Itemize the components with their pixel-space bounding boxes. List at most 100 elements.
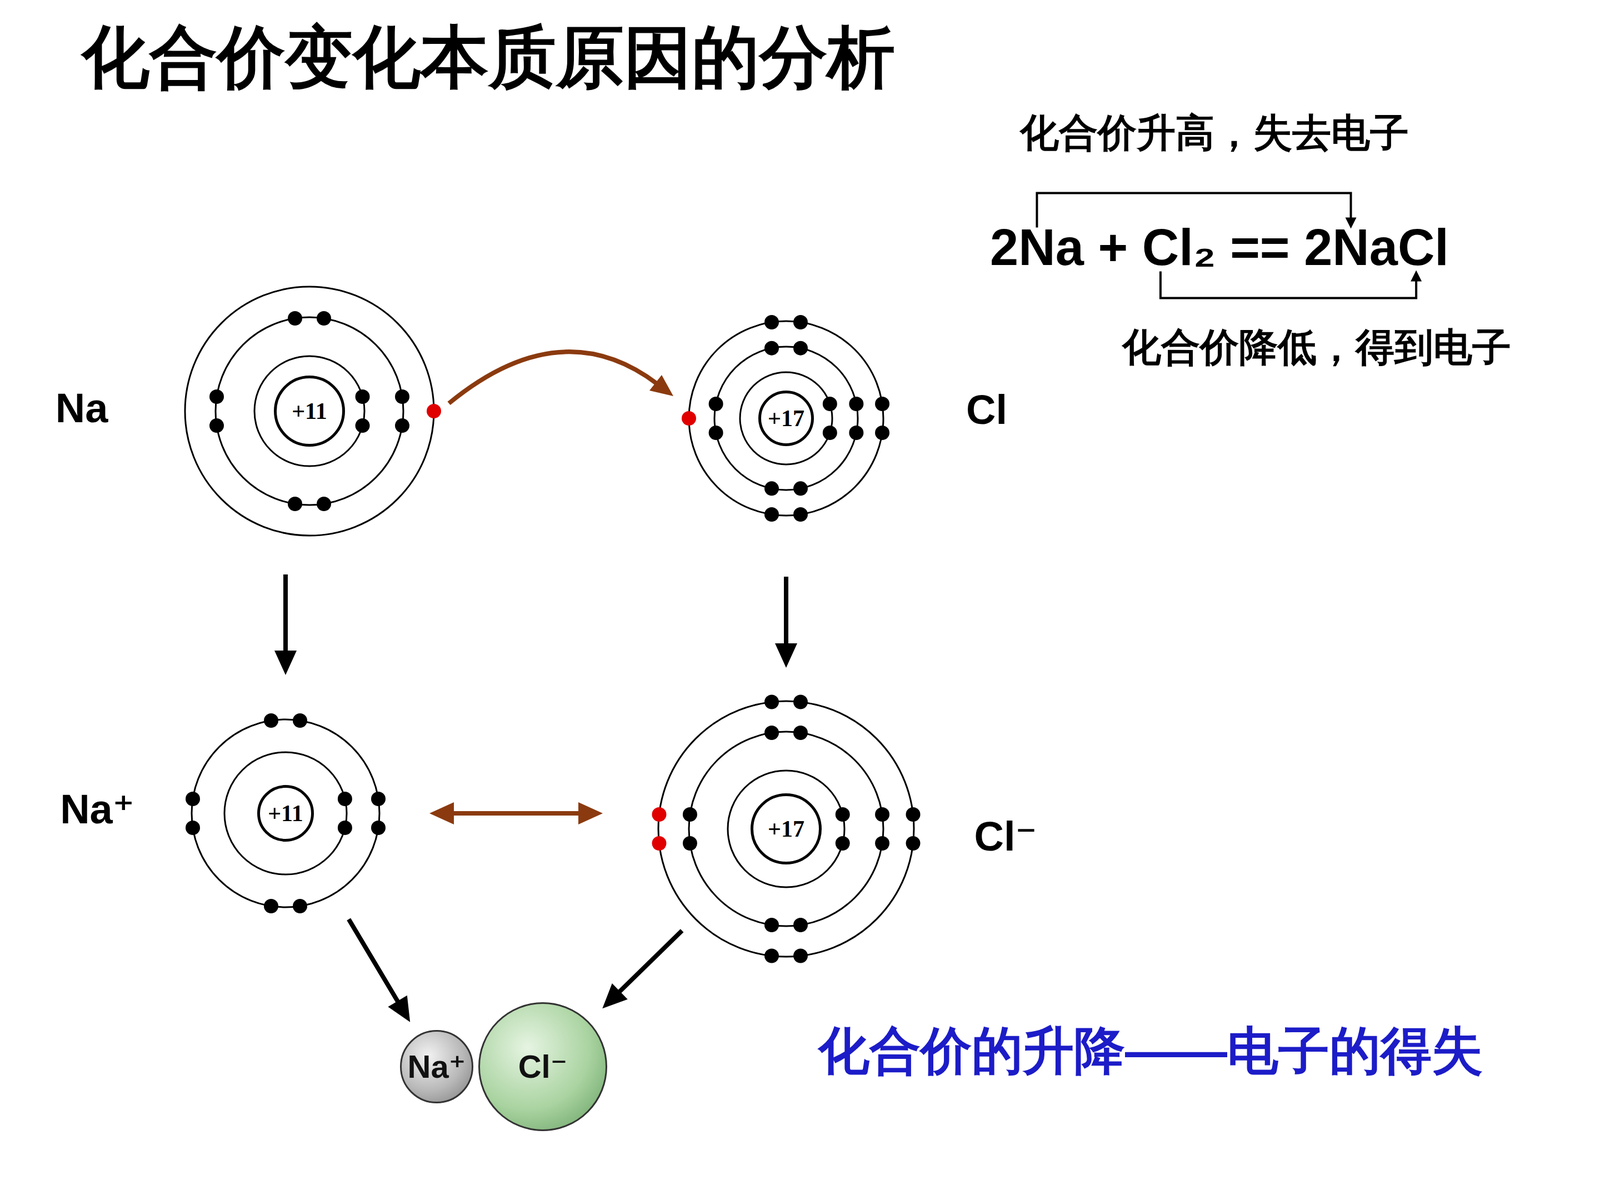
electron-dot: [355, 389, 370, 404]
electron-dot: [875, 836, 890, 851]
electron-shell: [185, 286, 434, 536]
arrowhead: [429, 802, 454, 825]
reduction-note: 化合价降低，得到电子: [1122, 326, 1512, 369]
electron-dot: [292, 713, 308, 728]
connector-arrow: [283, 574, 288, 653]
electron-shell: [688, 321, 884, 516]
electron-dot: [708, 396, 724, 412]
nucleus-circle: +11: [257, 785, 314, 842]
nucleus-circle: +11: [273, 375, 345, 447]
atom-diagram: Cl+17: [678, 311, 894, 526]
electron-dot: [292, 898, 308, 914]
connector-arrow: [618, 930, 683, 993]
ion-symbol: Na⁺: [407, 1047, 467, 1086]
electron-dot: [371, 820, 386, 835]
electron-dot: [209, 389, 224, 404]
nuclear-charge: +17: [767, 815, 805, 843]
electron-dot: [681, 411, 697, 426]
electron-dot: [263, 713, 279, 728]
electron-shell: [254, 356, 365, 467]
electron-dot: [764, 694, 779, 709]
connector-arrow: [451, 811, 581, 816]
electron-dot: [764, 507, 779, 522]
atom-symbol: Na: [55, 385, 109, 431]
electron-shell: [714, 346, 858, 490]
atom-symbol: Cl⁻: [973, 813, 1037, 859]
electron-dot: [395, 389, 410, 404]
electron-dot: [708, 425, 724, 440]
electron-dot: [316, 496, 332, 512]
electron-shell: [727, 770, 845, 888]
electron-dot: [337, 820, 353, 835]
electron-dot: [822, 425, 838, 440]
electron-dot: [337, 791, 353, 807]
nuclear-charge: +17: [767, 405, 805, 432]
electron-dot: [185, 820, 200, 835]
electron-dot: [185, 791, 200, 807]
electron-dot: [764, 481, 779, 496]
electron-dot: [793, 315, 808, 330]
electron-dot: [287, 496, 303, 512]
electron-dot: [764, 725, 779, 740]
electron-dot: [287, 311, 303, 326]
transfer-curve: [448, 351, 658, 404]
electron-shell: [740, 372, 833, 465]
atom-diagram: Na+11: [175, 276, 444, 546]
electron-dot: [209, 418, 224, 433]
diagram-title: 化合价变化本质原因的分析: [81, 20, 895, 95]
electron-dot: [793, 725, 808, 740]
electron-dot: [875, 807, 890, 822]
atom-diagram: Na⁺+11: [181, 709, 390, 918]
reaction-equation: 2Na + Cl₂ == 2NaCl: [990, 219, 1449, 276]
electron-dot: [906, 807, 921, 822]
nucleus-circle: +17: [750, 793, 822, 865]
electron-dot: [316, 311, 332, 326]
connector-arrow: [783, 576, 789, 646]
arrowhead: [578, 802, 603, 825]
electron-dot: [651, 807, 667, 822]
electron-dot: [371, 791, 386, 807]
arrowhead: [274, 650, 297, 675]
ion-symbol: Cl⁻: [518, 1047, 568, 1086]
nucleus-circle: +17: [758, 390, 814, 447]
arrowhead: [775, 643, 798, 668]
oxidation-note: 化合价升高，失去电子: [1020, 111, 1409, 155]
atom-diagram: Cl⁻+17: [648, 691, 924, 967]
electron-dot: [906, 836, 921, 851]
electron-dot: [764, 917, 779, 933]
electron-dot: [822, 396, 838, 412]
electron-dot: [764, 948, 779, 964]
electron-dot: [793, 341, 808, 356]
electron-dot: [764, 341, 779, 356]
electron-dot: [793, 948, 808, 964]
electron-dot: [793, 917, 808, 933]
electron-dot: [793, 481, 808, 496]
electron-dot: [793, 694, 808, 709]
electron-dot: [651, 836, 667, 851]
transfer-arrowhead: [649, 375, 674, 397]
atom-symbol: Na⁺: [60, 786, 135, 832]
arrowhead: [602, 983, 628, 1009]
nuclear-charge: +11: [291, 397, 328, 425]
electron-dot: [835, 807, 850, 822]
electron-shell: [191, 719, 380, 908]
connector-arrow: [348, 919, 399, 1004]
atom-symbol: Cl: [966, 387, 1008, 433]
summary-note: 化合价的升降——电子的得失: [818, 1022, 1483, 1079]
electron-dot: [764, 315, 779, 330]
electron-dot: [875, 425, 890, 440]
electron-dot: [793, 507, 808, 522]
electron-dot: [835, 836, 850, 851]
electron-shell: [658, 701, 914, 957]
electron-dot: [426, 403, 442, 419]
electron-dot: [848, 425, 864, 440]
electron-dot: [682, 807, 698, 822]
electron-shell: [224, 752, 347, 875]
arrowhead: [387, 995, 410, 1023]
electron-shell: [215, 317, 404, 505]
electron-dot: [395, 418, 410, 433]
